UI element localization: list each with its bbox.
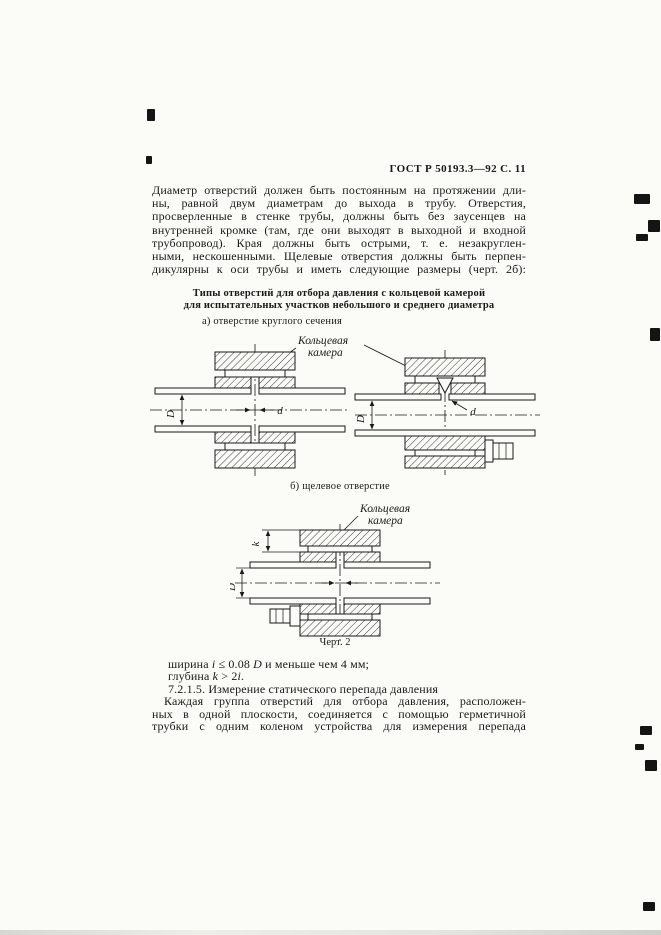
text-fragment: . xyxy=(240,669,245,684)
figure-a-diagram: Кольцевая камера D d xyxy=(150,335,540,476)
dimension-label-D: D xyxy=(165,410,177,419)
spec-width-line: ширина i ≤ 0.08 D и меньше чем 4 мм; xyxy=(152,658,526,670)
scan-artifact xyxy=(634,194,650,204)
spec-depth-line: глубина k > 2i. xyxy=(152,670,526,682)
scan-edge-smudge xyxy=(0,930,661,935)
slit-hole-section: k D xyxy=(230,524,440,640)
text-line: Диаметр отверстий должен быть постоянным… xyxy=(152,183,526,197)
text-line: трубопровод). Края должны быть острыми, … xyxy=(152,235,526,250)
figure-title-line1: Типы отверстий для отбора давления с кол… xyxy=(192,288,486,299)
figure-caption-a: а) отверстие круглого сечения xyxy=(201,316,343,327)
figure-number: Черт. 2 xyxy=(319,637,351,648)
figure-caption-b: б) щелевое отверстие xyxy=(290,481,390,492)
bottom-paragraphs: ширина i ≤ 0.08 D и меньше чем 4 мм; глу… xyxy=(152,658,526,734)
scan-artifact xyxy=(640,726,652,735)
dimension-label-k: k xyxy=(250,540,262,546)
variable-D: D xyxy=(253,657,262,671)
text-line: Каждая группа отверстий для отбора давле… xyxy=(164,694,526,709)
scan-artifact xyxy=(645,760,657,771)
dimension-label-D: D xyxy=(355,415,367,424)
scan-artifact xyxy=(636,234,648,241)
round-hole-section-right: D d xyxy=(354,350,540,475)
text-line: просверленные в стенке трубы, должны быт… xyxy=(152,209,526,224)
variable-k: k xyxy=(212,669,219,684)
text-line: дикулярны к оси трубы и иметь следующие … xyxy=(152,262,526,277)
scan-artifact xyxy=(643,902,655,911)
text-line: трубки с одним коленом устройства для из… xyxy=(152,719,526,734)
text-fragment: > 2 xyxy=(218,669,238,684)
text-fragment: глубина xyxy=(168,669,213,684)
text-line: внутренней кромке (там, где они выходят … xyxy=(152,222,526,237)
scan-artifact xyxy=(650,328,660,341)
text-fragment: ширина xyxy=(168,657,212,671)
round-hole-section-left: D d xyxy=(150,344,350,476)
dimension-label-D: D xyxy=(230,583,238,592)
scan-artifact xyxy=(146,156,152,164)
variable-i: i xyxy=(211,657,216,671)
section-heading: 7.2.1.5. Измерение статического перепада… xyxy=(168,681,439,696)
scan-artifact xyxy=(147,109,155,121)
dimension-label-d: d xyxy=(277,405,283,417)
scan-artifact xyxy=(648,220,660,232)
figure-b-diagram: Кольцевая камера xyxy=(230,503,440,640)
text-fragment: ≤ 0.08 xyxy=(215,657,254,671)
dimension-label-d: d xyxy=(470,406,476,418)
text-line: ных в одной плоскости, соединяется с пом… xyxy=(152,706,526,721)
ring-chamber-label: камера xyxy=(368,515,403,527)
figure-title-line2: для испытательных участков небольшого и … xyxy=(183,300,495,311)
ring-chamber-label: камера xyxy=(308,347,343,359)
ring-chamber-label: Кольцевая xyxy=(297,335,348,347)
intro-paragraph: Диаметр отверстий должен быть постоянным… xyxy=(152,183,526,277)
text-line: ны, равной двум диаметрам до выхода в тр… xyxy=(152,196,526,211)
text-line: ными, нескошенными. Щелевые отверстия до… xyxy=(152,249,526,264)
ring-chamber-label: Кольцевая xyxy=(359,503,410,515)
scan-artifact xyxy=(635,744,644,750)
variable-i: i xyxy=(237,669,241,684)
page-header: ГОСТ Р 50193.3—92 С. 11 xyxy=(389,163,526,175)
text-fragment: и меньше чем 4 мм; xyxy=(262,657,370,671)
